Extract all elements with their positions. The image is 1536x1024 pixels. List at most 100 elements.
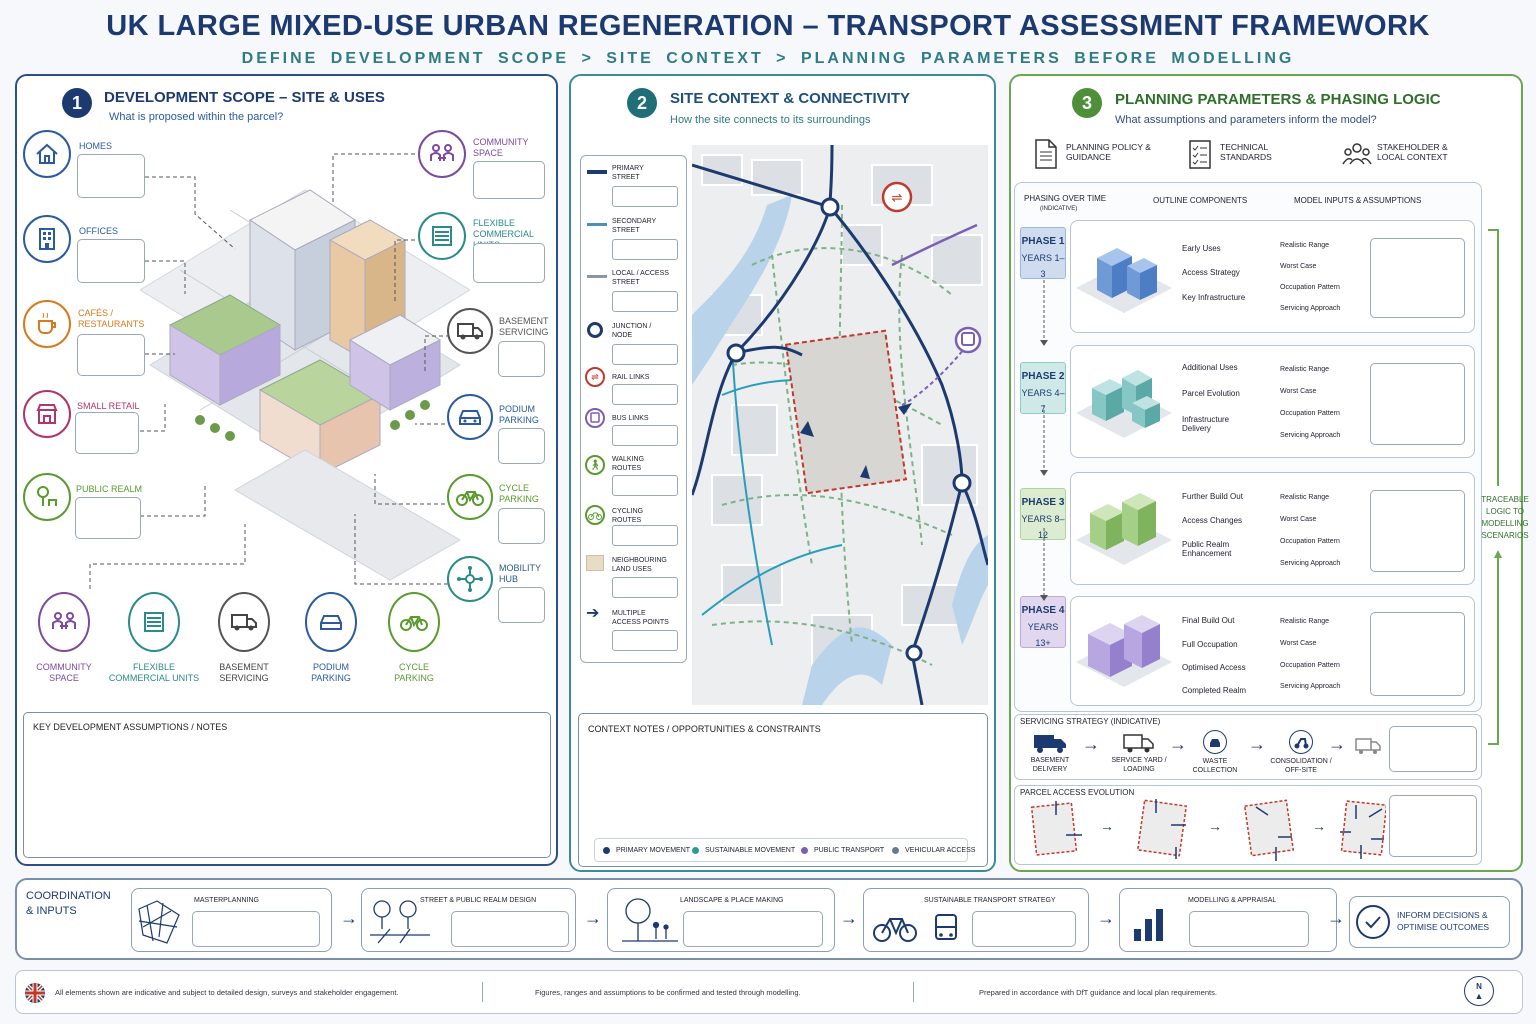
- phase-flow-arrows: [1040, 280, 1048, 601]
- legend-label: PRIMARY STREET: [612, 165, 644, 181]
- legend-input-box[interactable]: [612, 239, 678, 260]
- use-input-box[interactable]: [473, 161, 545, 199]
- legend-walking-routes: 🚶︎ WALKING ROUTES: [585, 453, 683, 499]
- coord-input-box[interactable]: [1189, 911, 1309, 947]
- north-label: N: [1476, 981, 1482, 991]
- park-bench-icon: [23, 473, 71, 521]
- svg-text:→: →: [1312, 818, 1326, 834]
- coord-step-sustainable-transport: SUSTAINABLE TRANSPORT STRATEGY: [863, 888, 1089, 952]
- phase-component: Further Build Out: [1182, 492, 1243, 501]
- phase-input-box[interactable]: [1370, 238, 1465, 318]
- phase-input-box[interactable]: [1370, 612, 1465, 696]
- coord-input-box[interactable]: [451, 911, 569, 947]
- coord-input-box[interactable]: [972, 911, 1076, 947]
- phase-component: Public Realm Enhancement: [1182, 540, 1232, 558]
- coordination-title: COORDINATION & INPUTS: [26, 890, 111, 917]
- coord-arrow: →: [584, 908, 602, 928]
- servicing-step-waste: WASTE COLLECTION: [1190, 730, 1240, 776]
- servicing-step-label: WASTE COLLECTION: [1192, 758, 1238, 774]
- use-public-realm: PUBLIC REALM: [23, 473, 153, 541]
- legend-input-box[interactable]: [612, 384, 678, 405]
- key-label: SUSTAINABLE MOVEMENT: [705, 847, 796, 854]
- tree-icon: [622, 898, 678, 942]
- use-input-box[interactable]: [77, 239, 145, 283]
- legend-label: JUNCTION / NODE: [612, 323, 652, 339]
- coord-input-box[interactable]: [192, 911, 320, 947]
- legend-bus-links: BUS LINKS: [585, 408, 683, 450]
- use-input-box[interactable]: [77, 334, 145, 376]
- north-arrow-icon: N ▲: [1464, 976, 1494, 1006]
- use-mobility-hub-right: MOBILITY HUB: [447, 556, 547, 626]
- footer-note-figures: Figures, ranges and assumptions to be co…: [535, 988, 801, 997]
- parcel-access-input-box[interactable]: [1389, 795, 1477, 857]
- phase-years: YEARS 13+: [1027, 622, 1059, 648]
- phase-component: Additional Uses: [1182, 363, 1238, 372]
- phase-input: Realistic Range: [1280, 242, 1330, 249]
- junction-icon: [587, 322, 603, 338]
- coord-input-box[interactable]: [683, 911, 823, 947]
- use-input-box[interactable]: [77, 154, 145, 198]
- bike-bus-icon: [873, 914, 957, 942]
- office-building-icon: [23, 215, 71, 263]
- hub-icon: [447, 556, 493, 602]
- phase-3-buildings-icon: [1076, 493, 1172, 565]
- coord-step-masterplanning: MASTERPLANNING: [131, 888, 332, 952]
- key-label: VEHICULAR ACCESS: [905, 847, 976, 854]
- source-planning-policy: PLANNING POLICY & GUIDANCE: [1034, 138, 1174, 172]
- legend-input-box[interactable]: [612, 291, 678, 312]
- phase-years: YEARS 8–12: [1021, 514, 1065, 540]
- legend-rail-links: ⇌ RAIL LINKS: [585, 367, 683, 409]
- legend-input-box[interactable]: [612, 425, 678, 446]
- legend-input-box[interactable]: [612, 344, 678, 365]
- legend-input-box[interactable]: [612, 475, 678, 496]
- legend-multiple-access-points: ➔ MULTIPLE ACCESS POINTS: [585, 606, 683, 654]
- phase-input-box[interactable]: [1370, 363, 1465, 445]
- development-notes-title: KEY DEVELOPMENT ASSUMPTIONS / NOTES: [33, 722, 228, 732]
- use-label: COMMUNITY SPACE: [36, 662, 92, 683]
- use-label: SMALL RETAIL: [77, 401, 140, 411]
- delivery-van-icon: [1123, 734, 1154, 753]
- legend-input-box[interactable]: [612, 186, 678, 207]
- phase-component: Infrastructure Delivery: [1182, 415, 1230, 433]
- use-cycle-parking-right: CYCLE PARKING: [447, 474, 547, 544]
- legend-input-box[interactable]: [612, 525, 678, 546]
- local-street-icon: [587, 275, 607, 278]
- coord-arrow: →: [1327, 908, 1345, 928]
- panel3-number-badge: 3: [1072, 88, 1102, 118]
- use-input-box[interactable]: [498, 508, 545, 544]
- use-input-box[interactable]: [498, 428, 545, 464]
- outcome-box: INFORM DECISIONS & OPTIMISE OUTCOMES: [1349, 896, 1510, 948]
- phase-input-box[interactable]: [1370, 490, 1465, 572]
- people-icon: [418, 130, 466, 178]
- legend-input-box[interactable]: [612, 577, 678, 598]
- legend-label: CYCLING ROUTES: [612, 508, 644, 524]
- use-input-box[interactable]: [498, 587, 545, 623]
- use-offices: OFFICES: [23, 215, 153, 283]
- legend-secondary-street: SECONDARY STREET: [585, 217, 683, 263]
- page-subtitle: DEFINE DEVELOPMENT SCOPE > SITE CONTEXT …: [241, 50, 1295, 67]
- footer-divider: [913, 982, 914, 1002]
- phase-component: Parcel Evolution: [1182, 389, 1240, 398]
- servicing-step-label: CONSOLIDATION / OFF-SITE: [1270, 758, 1332, 774]
- phase-input: Worst Case: [1280, 640, 1317, 647]
- legend-label: BUS LINKS: [612, 415, 649, 422]
- phase-component: Final Build Out: [1182, 616, 1235, 625]
- van-small-icon: [1355, 738, 1381, 754]
- use-input-box[interactable]: [473, 243, 545, 283]
- servicing-input-box[interactable]: [1389, 726, 1477, 772]
- panel3-subtitle: What assumptions and parameters inform t…: [1115, 114, 1377, 126]
- legend-label: WALKING ROUTES: [612, 456, 645, 472]
- use-podium-parking-right: PODIUM PARKING: [447, 394, 547, 464]
- coffee-cup-icon: [23, 300, 71, 348]
- phase-component: Full Occupation: [1182, 640, 1238, 649]
- use-input-box[interactable]: [498, 341, 545, 377]
- development-notes-box[interactable]: [23, 712, 551, 858]
- use-input-box[interactable]: [75, 497, 141, 539]
- use-input-box[interactable]: [75, 412, 139, 454]
- key-dot: [892, 847, 899, 854]
- car-icon: [447, 394, 493, 440]
- stakeholders-icon: [1342, 143, 1372, 165]
- legend-input-box[interactable]: [612, 630, 678, 651]
- site-context-map: ⇌: [692, 145, 988, 705]
